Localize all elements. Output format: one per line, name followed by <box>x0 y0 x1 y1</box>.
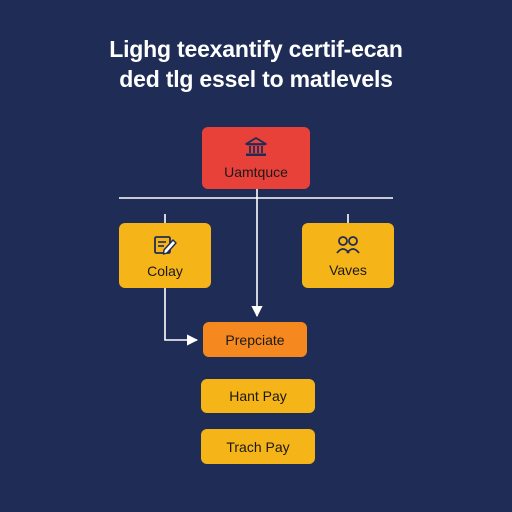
root-node[interactable]: Uamtquce <box>202 127 310 189</box>
trach-pay-label: Trach Pay <box>226 438 290 455</box>
diagram-title: Lighg teexantify certif-ecan ded tlg ess… <box>0 34 512 94</box>
trach-pay-node[interactable]: Trach Pay <box>201 429 315 464</box>
bank-icon <box>243 136 269 158</box>
center-node[interactable]: Prepciate <box>203 322 307 357</box>
edit-document-icon <box>152 233 178 257</box>
root-node-label: Uamtquce <box>224 164 288 180</box>
title-line-1: Lighg teexantify certif-ecan <box>109 36 403 62</box>
title-line-2: ded tlg essel to matlevels <box>119 66 393 92</box>
hant-pay-node[interactable]: Hant Pay <box>201 379 315 413</box>
left-branch-node[interactable]: Colay <box>119 223 211 288</box>
center-node-label: Prepciate <box>225 331 285 348</box>
right-branch-node[interactable]: Vaves <box>302 223 394 288</box>
users-icon <box>335 234 361 256</box>
hant-pay-label: Hant Pay <box>229 388 287 404</box>
left-branch-label: Colay <box>147 262 183 279</box>
left-to-center-connector <box>164 288 199 346</box>
right-branch-label: Vaves <box>329 261 367 278</box>
